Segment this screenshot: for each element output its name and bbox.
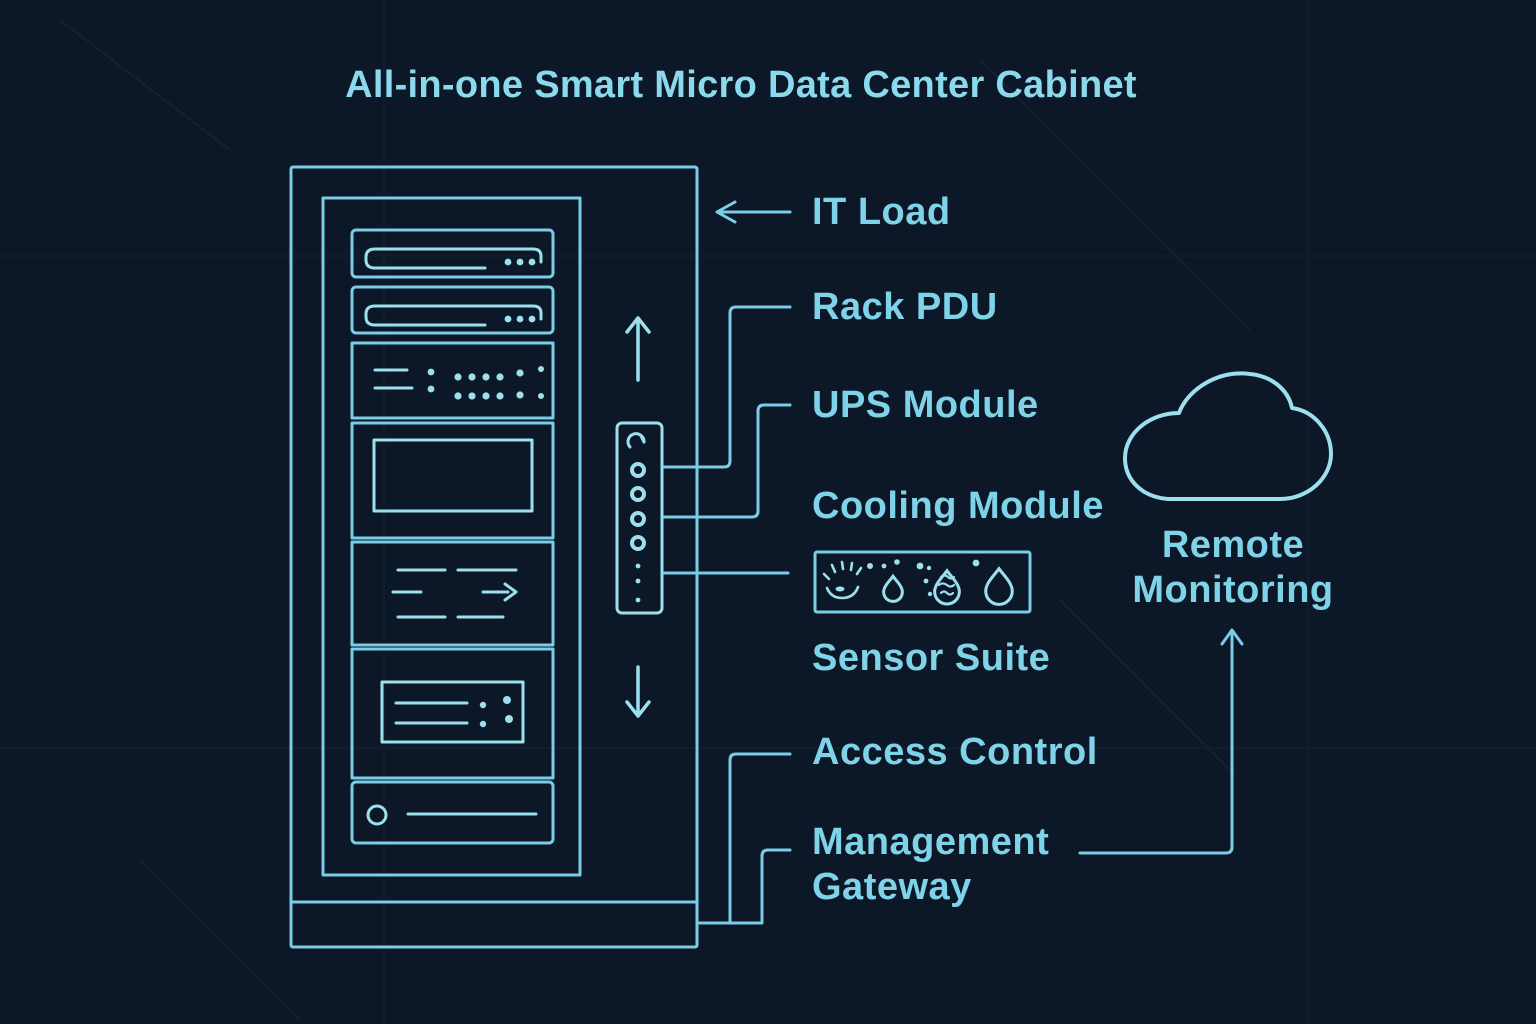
- power-hook-icon: [626, 432, 646, 449]
- management-gateway-connector: [760, 848, 792, 924]
- label-cooling-module: Cooling Module: [812, 485, 1104, 527]
- temperature-gauge-icon: [822, 560, 873, 600]
- humidity-drop-icon: [881, 559, 924, 603]
- access-panel-unit: [350, 780, 555, 845]
- arrow-up-icon: [625, 316, 651, 382]
- access-control-connector: [728, 752, 792, 924]
- remote-monitoring-connector: [1078, 628, 1244, 855]
- label-sensor-suite: Sensor Suite: [812, 637, 1051, 679]
- cabinet-frame: [289, 165, 699, 949]
- arrow-up-icon: [1220, 628, 1244, 646]
- arrow-left-icon: [715, 200, 792, 224]
- server-display-unit: [350, 647, 555, 780]
- label-access-control: Access Control: [812, 731, 1098, 773]
- connector-lines: [662, 200, 1244, 925]
- page-title: All-in-one Smart Micro Data Center Cabin…: [345, 64, 1137, 106]
- cooling-airflow-unit: [350, 540, 555, 647]
- label-management-gateway-line2: Gateway: [812, 866, 972, 908]
- server-unit-2: [350, 285, 555, 335]
- label-rack-pdu: Rack PDU: [812, 286, 998, 328]
- label-it-load: IT Load: [812, 191, 951, 233]
- label-remote-monitoring-line2: Monitoring: [1132, 569, 1334, 611]
- server-unit-1: [350, 228, 555, 279]
- label-management-gateway-line1: Management: [812, 821, 1050, 863]
- rack-pdu-connector: [662, 305, 792, 469]
- arrow-down-icon: [625, 665, 651, 718]
- label-ups-module: UPS Module: [812, 384, 1039, 426]
- rack-modules: [350, 228, 555, 845]
- sensor-suite-box: [813, 550, 1032, 614]
- leak-detect-drop-icon: [923, 559, 980, 606]
- label-remote-monitoring: Remote Monitoring: [1132, 523, 1333, 613]
- patch-panel-unit: [350, 341, 555, 420]
- rack-pdu-strip: [615, 421, 664, 615]
- ups-display-unit: [350, 421, 555, 540]
- label-management-gateway: Management Gateway: [812, 820, 1049, 910]
- airflow-arrows: [625, 316, 651, 718]
- ups-connector: [662, 403, 792, 519]
- cabinet-door-frame: [321, 196, 582, 877]
- cloud-icon: [1123, 371, 1333, 501]
- water-drop-icon: [984, 567, 1014, 606]
- label-remote-monitoring-line1: Remote: [1161, 524, 1305, 566]
